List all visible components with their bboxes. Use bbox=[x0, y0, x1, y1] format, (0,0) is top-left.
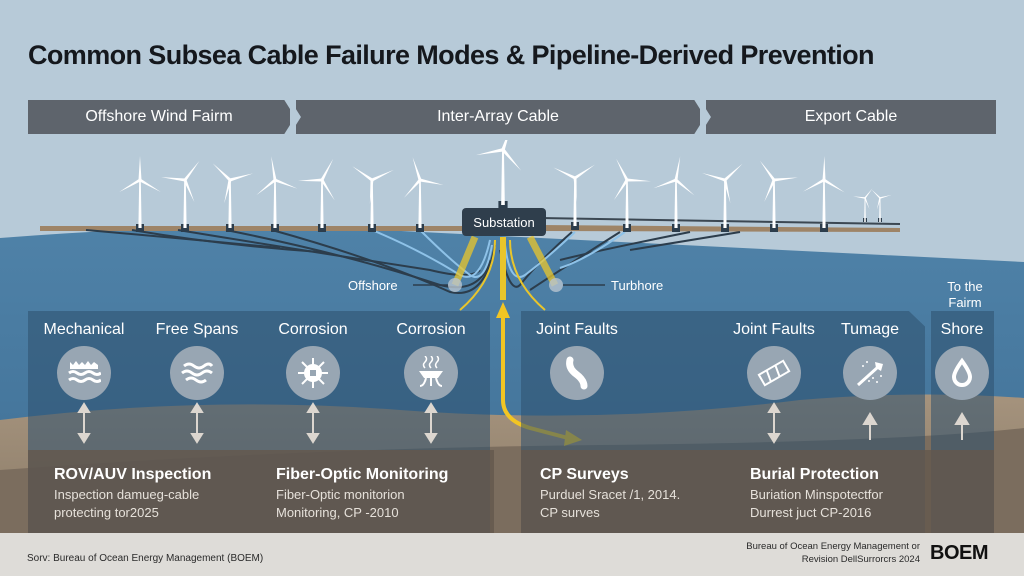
substation-box: Substation bbox=[462, 208, 546, 236]
prevention-desc-line: Fiber-Optic monitorion bbox=[276, 487, 405, 502]
failure-mode-joint-faults-2: Joint Faults bbox=[733, 321, 815, 338]
ribbon-chevrons bbox=[284, 100, 711, 134]
failure-mode-joint-faults-1: Joint Faults bbox=[536, 321, 618, 338]
failure-arrows bbox=[77, 402, 970, 444]
substation-label: Substation bbox=[473, 214, 535, 230]
arrow-up-icon bbox=[496, 302, 510, 318]
surface-deck-right bbox=[540, 225, 900, 232]
callout-marker-right bbox=[549, 278, 563, 292]
callout-shore-line2: Fairm bbox=[948, 295, 982, 310]
export-cable-walkway bbox=[539, 217, 901, 225]
double-arrow-icon bbox=[767, 402, 781, 444]
water-drop-icon bbox=[935, 346, 989, 400]
up-arrow-icon bbox=[954, 412, 970, 440]
double-arrow-icon bbox=[77, 402, 91, 444]
wind-turbine bbox=[298, 158, 335, 232]
source-right-line1: Bureau of Ocean Energy Management or bbox=[746, 541, 920, 552]
failure-mode-mechanical: Mechanical bbox=[43, 321, 125, 338]
prevention-desc-rov-auv: Inspection damueg-cable protecting tor20… bbox=[54, 486, 199, 522]
up-arrow-icon bbox=[862, 412, 878, 440]
prevention-desc-line: Buriation Minspotectfor bbox=[750, 487, 883, 502]
wind-turbine bbox=[256, 156, 298, 232]
wind-turbine bbox=[853, 188, 873, 222]
failure-mode-tumage: Tumage bbox=[840, 321, 900, 338]
wind-turbine bbox=[212, 163, 254, 232]
prevention-title-cp-surveys: CP Surveys bbox=[540, 466, 629, 483]
double-arrow-icon bbox=[306, 402, 320, 444]
ribbon-label: Offshore Wind Fairm bbox=[85, 108, 233, 125]
wind-turbine bbox=[613, 158, 651, 232]
boem-logo: BOEM bbox=[930, 542, 989, 564]
footer-bar bbox=[0, 533, 1024, 576]
prevention-desc-burial: Buriation Minspotectfor Durrest juct CP-… bbox=[750, 486, 883, 522]
wind-turbine bbox=[119, 156, 161, 232]
prevention-desc-line: Purduel Sracet /1, 2014. bbox=[540, 487, 681, 502]
chevron-divider-1 bbox=[284, 100, 301, 134]
corrosion-burst-icon bbox=[286, 346, 340, 400]
prevention-title-fiber-optic: Fiber-Optic Monitoring bbox=[276, 466, 449, 483]
wind-turbine bbox=[803, 156, 845, 232]
source-right-line2: Revision DellSurrorcrs 2024 bbox=[801, 554, 920, 565]
inter-array-cables bbox=[85, 229, 741, 294]
source-citation-right: Bureau of Ocean Energy Management or Rev… bbox=[690, 540, 920, 566]
prevention-title-burial: Burial Protection bbox=[750, 466, 879, 483]
anchor-drag-damage-icon bbox=[843, 346, 897, 400]
stage-ribbon: Offshore Wind Fairm Inter-Array Cable Ex… bbox=[28, 100, 996, 134]
wind-turbine bbox=[871, 189, 892, 222]
wind-turbine bbox=[553, 164, 595, 230]
wind-turbine bbox=[475, 140, 522, 211]
failure-mode-corrosion-1: Corrosion bbox=[278, 321, 348, 338]
ribbon-label: Export Cable bbox=[804, 108, 898, 125]
source-citation: Sorv: Bureau of Ocean Energy Management … bbox=[27, 553, 264, 564]
callout-label-offshore: Offshore bbox=[348, 278, 398, 293]
failure-mode-corrosion-2: Corrosion bbox=[396, 321, 466, 338]
prevention-desc-line: Monitoring, CP -2010 bbox=[276, 505, 399, 520]
callout-shore-line1: To the bbox=[947, 279, 983, 294]
double-arrow-icon bbox=[424, 402, 438, 444]
double-arrow-icon bbox=[190, 402, 204, 444]
wind-turbine bbox=[403, 157, 444, 232]
prevention-desc-cp-surveys: Purduel Sracet /1, 2014. CP surves bbox=[540, 486, 680, 522]
callout-label-shore: To the Fairm bbox=[942, 279, 988, 311]
failure-mode-shore: Shore bbox=[940, 321, 984, 338]
waves-icon bbox=[170, 346, 224, 400]
prevention-desc-line: Durrest juct CP-2016 bbox=[750, 505, 872, 520]
prevention-desc-fiber-optic: Fiber-Optic monitorion Monitoring, CP -2… bbox=[276, 486, 405, 522]
wind-turbine bbox=[653, 156, 695, 232]
ribbon-stage-offshore-wind-farm: Offshore Wind Fairm bbox=[28, 100, 290, 134]
chevron-divider-2 bbox=[694, 100, 711, 134]
prevention-desc-line: Inspection damueg-cable bbox=[54, 487, 200, 502]
wind-turbine bbox=[759, 160, 798, 232]
prevention-panel-right bbox=[521, 450, 994, 533]
surface-deck-left bbox=[40, 226, 470, 231]
wind-turbine bbox=[702, 163, 743, 232]
prevention-title-rov-auv: ROV/AUV Inspection bbox=[54, 466, 212, 483]
wind-turbines bbox=[119, 140, 892, 232]
bent-cable-icon bbox=[550, 346, 604, 400]
seabed-waves-icon bbox=[57, 346, 111, 400]
cable-joint-icon bbox=[747, 346, 801, 400]
prevention-desc-line: CP surves bbox=[540, 505, 600, 520]
callout-marker-left bbox=[448, 278, 462, 292]
failure-mode-free-spans: Free Spans bbox=[155, 321, 239, 338]
wind-turbine bbox=[352, 166, 394, 232]
prevention-panel-left bbox=[28, 450, 494, 533]
page-title: Common Subsea Cable Failure Modes & Pipe… bbox=[28, 40, 875, 70]
ribbon-stage-inter-array-cable: Inter-Array Cable bbox=[296, 100, 700, 134]
export-cable-highlight bbox=[451, 235, 569, 440]
chemical-vapor-icon bbox=[404, 346, 458, 400]
callout-label-turbhore: Turbhore bbox=[611, 278, 664, 293]
wind-turbine bbox=[161, 160, 200, 232]
prevention-desc-line: protecting tor2025 bbox=[54, 505, 159, 520]
ribbon-label: Inter-Array Cable bbox=[437, 108, 559, 125]
ribbon-stage-export-cable: Export Cable bbox=[706, 100, 996, 134]
